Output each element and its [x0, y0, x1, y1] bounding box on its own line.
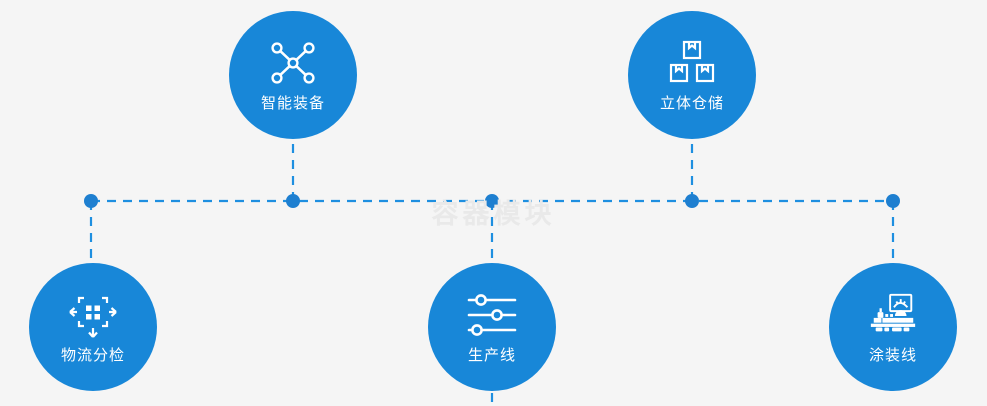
- sorting-arrows-icon: [67, 289, 119, 341]
- junction-dot: [886, 194, 900, 208]
- node-production-line[interactable]: 生产线: [428, 263, 556, 391]
- node-stereoscopic-warehouse[interactable]: 立体仓储: [628, 11, 756, 139]
- node-label: 物流分检: [60, 347, 125, 364]
- factory-monitor-icon: [867, 289, 919, 341]
- node-label: 涂装线: [868, 347, 917, 364]
- node-logistics-sorting[interactable]: 物流分检: [29, 263, 157, 391]
- junction-dot: [685, 194, 699, 208]
- junction-dot: [84, 194, 98, 208]
- node-label: 生产线: [467, 347, 516, 364]
- junction-dot: [485, 194, 499, 208]
- node-smart-equipment[interactable]: 智能装备: [229, 11, 357, 139]
- node-label: 立体仓储: [659, 95, 724, 112]
- stacked-boxes-icon: [666, 37, 718, 89]
- junction-dot: [286, 194, 300, 208]
- node-painting-line[interactable]: 涂装线: [829, 263, 957, 391]
- node-label: 智能装备: [260, 95, 325, 112]
- sliders-icon: [466, 289, 518, 341]
- network-nodes-icon: [267, 37, 319, 89]
